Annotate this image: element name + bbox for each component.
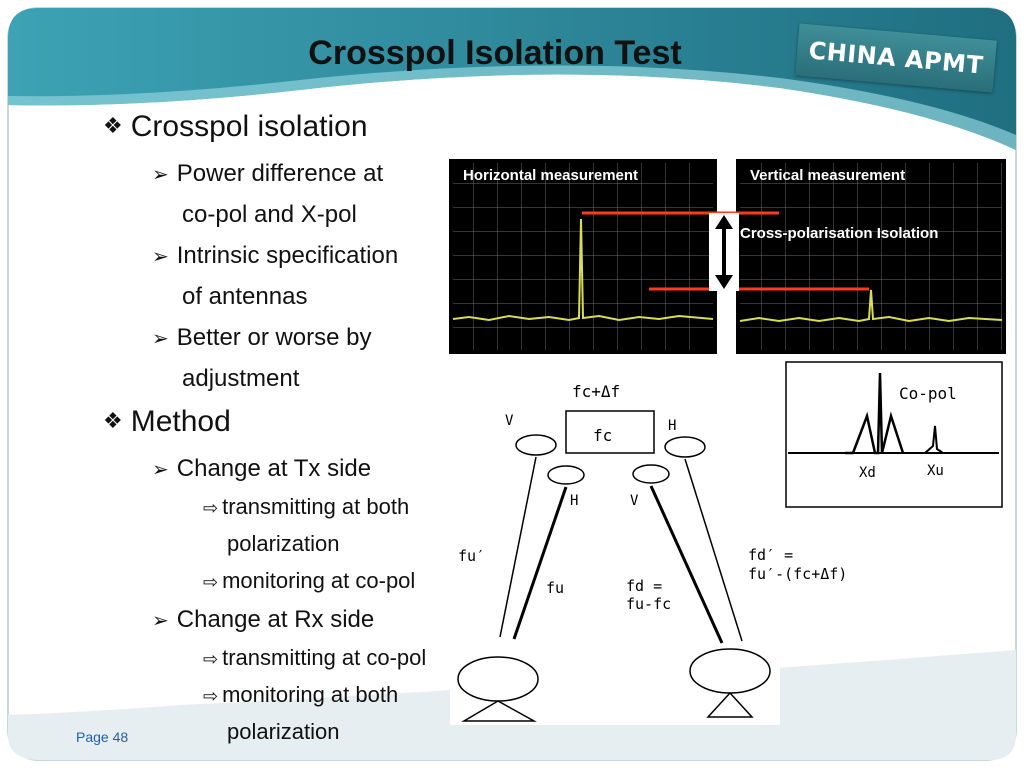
isolation-label: Cross-polarisation Isolation [740, 225, 939, 242]
bullet-text: Method [130, 405, 231, 438]
fu-label: fu [546, 579, 564, 597]
bullet-rx-side: ➢ Change at Rx side [152, 606, 374, 634]
vertical-screen [736, 159, 1006, 354]
bullet-text: transmitting at both [222, 494, 410, 519]
fd-prime-label-1: fd′ = [748, 546, 794, 564]
diamond-bullet-icon: ❖ [103, 113, 123, 138]
hollow-arrow-icon: ⇨ [203, 686, 219, 706]
bullet-rx-sub1: ⇨transmitting at co-pol [203, 645, 426, 671]
bullet-text: Better or worse by [176, 324, 372, 351]
bullet-text: monitoring at co-pol [222, 568, 416, 593]
bullet-power-diff-cont: co-pol and X-pol [182, 201, 357, 228]
arrow-bullet-icon: ➢ [152, 246, 169, 268]
bullet-text: transmitting at co-pol [222, 645, 427, 670]
spectrum-screens [449, 159, 1006, 354]
feed-v-mid [632, 464, 670, 484]
bullet-method: ❖ Method [103, 405, 231, 439]
link-diagram: fc+Δf fc V H H V fu′ fu fd = fu-fc [450, 375, 780, 725]
fd-prime-label-2: fu′-(fc+Δf) [748, 565, 848, 583]
bullet-better: ➢ Better or worse by [152, 324, 372, 352]
bullet-tx-sub2: ⇨monitoring at co-pol [203, 568, 415, 594]
transponder-box [565, 410, 655, 454]
bullet-better-cont: adjustment [182, 365, 300, 392]
arrow-bullet-icon: ➢ [152, 328, 169, 350]
bullet-text: Intrinsic specification [176, 242, 399, 269]
bullet-tx-sub1: ⇨transmitting at both [203, 494, 409, 520]
arrow-bullet-icon: ➢ [152, 459, 169, 481]
v-mid-label: V [630, 493, 639, 509]
arrow-bullet-icon: ➢ [152, 610, 169, 632]
bullet-text: Change at Tx side [176, 455, 372, 482]
arrow-bullet-icon: ➢ [152, 164, 169, 186]
isolation-arrow [709, 213, 739, 291]
h-mid-label: H [570, 493, 578, 509]
feed-v-left [515, 434, 557, 456]
page-number: Page 48 [76, 729, 129, 745]
feed-h-right [664, 436, 706, 458]
h-top-label: H [668, 418, 676, 434]
bullet-rx-sub2: ⇨monitoring at both [203, 682, 398, 708]
bullet-tx-sub1-cont: polarization [227, 531, 340, 556]
bullet-text: monitoring at both [222, 682, 399, 707]
slide-title: Crosspol Isolation Test [308, 34, 682, 72]
bullet-intrinsic: ➢ Intrinsic specification [152, 242, 398, 270]
bullet-rx-sub2-cont: polarization [227, 719, 340, 744]
fd-label-2: fu-fc [626, 595, 671, 613]
bullet-text: Power difference at [176, 160, 384, 187]
bullet-crosspol: ❖ Crosspol isolation [103, 110, 368, 144]
copol-text: Co-pol [899, 384, 957, 403]
hollow-arrow-icon: ⇨ [203, 572, 219, 592]
horizontal-screen [449, 159, 717, 354]
fu-prime-label: fu′ [458, 547, 485, 565]
hollow-arrow-icon: ⇨ [203, 649, 219, 669]
v-left-label: V [505, 413, 514, 429]
fc-df-label: fc+Δf [572, 382, 620, 401]
tx-dish [457, 656, 539, 702]
bullet-text: Change at Rx side [176, 606, 375, 633]
vertical-measurement-label: Vertical measurement [750, 167, 906, 184]
bullet-intrinsic-cont: of antennas [182, 283, 308, 310]
fc-label: fc [593, 426, 612, 445]
xd-text: Xd [859, 465, 876, 481]
feed-h-mid [547, 465, 585, 485]
horizontal-measurement-label: Horizontal measurement [463, 167, 639, 184]
bullet-text: Crosspol isolation [130, 110, 368, 143]
rx-dish [689, 648, 771, 694]
copol-inset: Co-pol Xd Xu [785, 361, 1003, 508]
fd-label-1: fd = [626, 577, 662, 595]
xu-text: Xu [927, 463, 944, 479]
bullet-tx-side: ➢ Change at Tx side [152, 455, 371, 483]
bullet-power-diff: ➢ Power difference at [152, 160, 383, 188]
diamond-bullet-icon: ❖ [103, 408, 123, 433]
hollow-arrow-icon: ⇨ [203, 498, 219, 518]
